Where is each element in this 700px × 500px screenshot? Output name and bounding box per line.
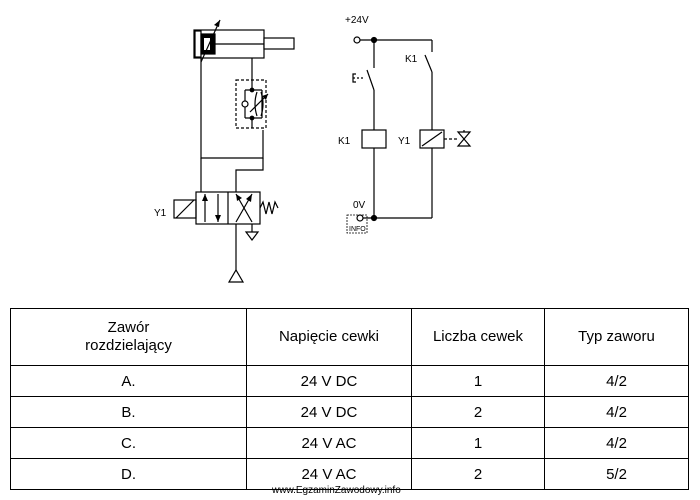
valve-coil-label: Y1 — [154, 208, 167, 219]
coils-cell: 2 — [411, 396, 545, 428]
schematic-diagram: Y1 +24V K1 K1 — [154, 15, 472, 283]
coils-cell: 1 — [411, 365, 545, 397]
ground-voltage-label: 0V — [353, 200, 366, 211]
table-row: D. 24 V AC 2 5/2 — [10, 458, 689, 490]
type-cell: 4/2 — [544, 396, 689, 428]
relay-coil — [361, 129, 387, 218]
column-header-valve: Zawór rozdzielający — [10, 308, 247, 366]
table-header-row: Zawór rozdzielający Napięcie cewki Liczb… — [10, 308, 689, 366]
column-header-voltage: Napięcie cewki — [246, 308, 412, 366]
watermark: www.EgzaminZawodowy.info — [272, 485, 401, 496]
solenoid-label: Y1 — [398, 136, 411, 147]
answer-table: Zawór rozdzielający Napięcie cewki Liczb… — [10, 308, 689, 490]
voltage-cell: 24 V DC — [246, 365, 412, 397]
supply-voltage-label: +24V — [345, 15, 369, 26]
voltage-cell: 24 V AC — [246, 458, 412, 490]
voltage-cell: 24 V AC — [246, 427, 412, 459]
column-header-coils: Liczba cewek — [411, 308, 545, 366]
option-cell: D. — [10, 458, 247, 490]
pneumatic-cylinder — [193, 19, 295, 63]
relay-coil-label: K1 — [338, 136, 351, 147]
relay-contact-label: K1 — [405, 54, 418, 65]
electrical-circuit: +24V K1 K1 — [338, 15, 472, 234]
column-header-type: Typ zaworu — [544, 308, 689, 366]
option-cell: C. — [10, 427, 247, 459]
table-row: A. 24 V DC 1 4/2 — [10, 365, 689, 397]
type-cell: 4/2 — [544, 365, 689, 397]
flow-control-valve — [235, 79, 269, 129]
pushbutton-switch — [352, 40, 375, 130]
option-cell: A. — [10, 365, 247, 397]
table-row: B. 24 V DC 2 4/2 — [10, 396, 689, 428]
info-stamp: INFO — [346, 214, 368, 234]
type-cell: 4/2 — [544, 427, 689, 459]
coils-cell: 2 — [411, 458, 545, 490]
table-row: C. 24 V AC 1 4/2 — [10, 427, 689, 459]
directional-valve — [173, 191, 279, 283]
info-stamp-text: INFO — [349, 226, 366, 233]
pneumatic-circuit: Y1 — [154, 19, 295, 283]
solenoid-coil — [419, 129, 472, 218]
option-cell: B. — [10, 396, 247, 428]
coils-cell: 1 — [411, 427, 545, 459]
relay-contact — [424, 40, 433, 130]
voltage-cell: 24 V DC — [246, 396, 412, 428]
type-cell: 5/2 — [544, 458, 689, 490]
